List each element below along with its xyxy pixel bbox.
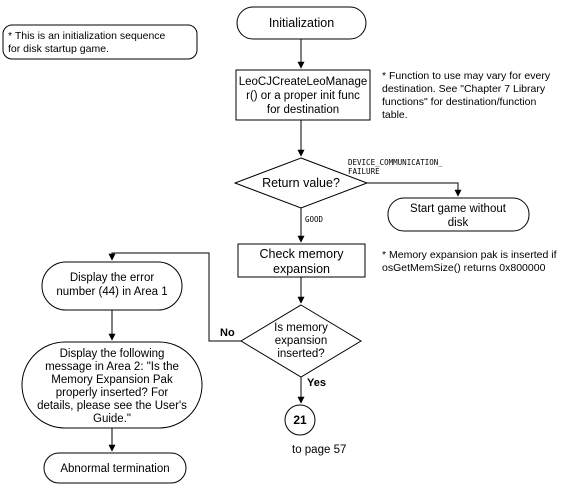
good-label: GOOD [305,215,324,224]
initialization-terminal: Initialization [236,6,367,40]
start-without-disk-line-1: Start game without [410,203,507,215]
function-note-line-4: table. [382,109,408,121]
failure-label-line-2: FAILURE [348,167,380,176]
create-leo-manager-process: LeoCJCreateLeoManage r() or a proper ini… [235,69,371,121]
message-line-6: Guide." [93,413,131,425]
check-memory-line-2: expansion [273,262,330,276]
function-note-line-1: * Function to use may vary for every [382,70,551,82]
yes-label: Yes [307,377,326,389]
no-label: No [220,327,235,339]
check-memory-line-1: Check memory [259,247,344,261]
message-line-1: Display the following [60,348,165,360]
function-note-line-3: functions" for destination/function [382,96,536,108]
message-line-2: message in Area 2: "Is the [45,361,179,373]
failure-label-line-1: DEVICE_COMMUNICATION_ [348,158,443,167]
message-line-3: Memory Expansion Pak [51,374,173,386]
abnormal-termination-terminal: Abnormal termination [43,452,187,484]
message-line-5: details, please see the User's [37,400,187,412]
check-memory-process: Check memory expansion [237,243,366,278]
error-number-display: Display the error number (44) in Area 1 [41,261,183,311]
error-number-line-2: number (44) in Area 1 [56,286,167,298]
function-note-line-2: destination. See "Chapter 7 Library [382,83,546,95]
memory-note-line-1: * Memory expansion pak is inserted if [382,249,557,261]
memory-note-line-2: osGetMemSize() returns 0x800000 [382,262,546,274]
intro-note-line-2: for disk startup game. [8,43,109,55]
connector-number: 21 [293,413,307,427]
arrow-return-to-start-no-disk [367,182,462,197]
intro-note: * This is an initialization sequence for… [2,24,198,60]
error-number-line-1: Display the error [70,272,155,284]
message-display: Display the following message in Area 2:… [21,341,203,429]
return-value-decision: Return value? [233,157,369,209]
memory-inserted-decision: Is memory expansion inserted? [240,304,362,378]
page-connector: 21 [284,404,316,436]
initialization-label: Initialization [269,16,334,30]
to-page-label: to page 57 [292,444,346,456]
intro-note-line-1: * This is an initialization sequence [8,30,166,42]
return-value-label: Return value? [262,176,340,190]
memory-note: * Memory expansion pak is inserted if os… [382,249,557,274]
arrow-no-to-error [108,252,241,342]
function-note: * Function to use may vary for every des… [382,70,551,121]
create-leo-manager-line-3: for destination [267,104,339,116]
start-without-disk-line-2: disk [448,217,469,229]
memory-decision-line-2: expansion [275,335,327,347]
memory-decision-line-1: Is memory [274,322,328,334]
abnormal-termination-label: Abnormal termination [60,463,169,475]
message-line-4: properly inserted? For [56,387,169,399]
memory-decision-line-3: inserted? [277,348,324,360]
create-leo-manager-line-2: r() or a proper init func [246,90,360,102]
start-without-disk-terminal: Start game without disk [387,197,530,232]
create-leo-manager-line-1: LeoCJCreateLeoManage [239,76,368,88]
